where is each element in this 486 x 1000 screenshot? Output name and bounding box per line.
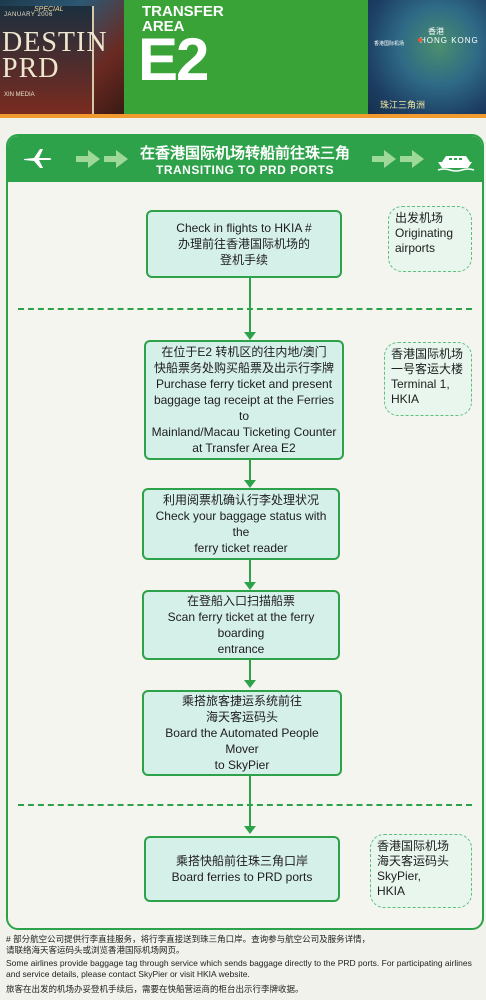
footnote-line: and service details, please contact SkyP…: [6, 969, 482, 980]
connector-arrow: [244, 680, 256, 688]
location-text: 海天客运码头: [377, 854, 465, 869]
connector-arrow: [244, 480, 256, 488]
location-originating-airports: 出发机场 Originating airports: [388, 206, 472, 272]
section-divider: [18, 804, 472, 806]
location-text: Terminal 1,: [391, 377, 465, 392]
connector-arrow: [244, 332, 256, 340]
magazine-title: DESTIN PRD: [2, 30, 108, 82]
step-text: Check in flights to HKIA #: [152, 220, 336, 236]
location-text: HKIA: [377, 884, 465, 899]
connector-arrow: [244, 582, 256, 590]
location-skypier: 香港国际机场 海天客运码头 SkyPier, HKIA: [370, 834, 472, 908]
footnote-cn-2: 旅客在出发的机场办妥登机手续后，需要在快船营运商的柜台出示行李牌收据。: [6, 984, 482, 995]
step-check-baggage: 利用阅票机确认行李处理状况 Check your baggage status …: [142, 488, 340, 560]
location-terminal-1: 香港国际机场 一号客运大楼 Terminal 1, HKIA: [384, 342, 472, 416]
panel-title-cn: 在香港国际机场转船前往珠三角: [8, 142, 482, 163]
footnote-line: 旅客在出发的机场办妥登机手续后，需要在快船营运商的柜台出示行李牌收据。: [6, 984, 482, 995]
location-text: Originating: [395, 226, 465, 241]
step-text: Board ferries to PRD ports: [150, 869, 334, 885]
step-text: 办理前往香港国际机场的: [152, 236, 336, 252]
step-text: Mainland/Macau Ticketing Counter: [150, 424, 338, 440]
step-scan-ticket: 在登船入口扫描船票 Scan ferry ticket at the ferry…: [142, 590, 340, 660]
step-text: ferry ticket reader: [148, 540, 334, 556]
header-banner: JANUARY 2006 SPECIAL DESTIN PRD XIN MEDI…: [0, 0, 486, 114]
map-label-airport: 香港国际机场: [374, 40, 414, 47]
location-text: HKIA: [391, 392, 465, 407]
step-text: at Transfer Area E2: [150, 440, 338, 456]
hong-kong-map-image: 香港 HONG KONG 香港国际机场 珠江三角洲: [368, 0, 486, 114]
header-divider: [0, 114, 486, 118]
footnote-line: 请联络海天客运码头或浏览香港国际机场网页。: [6, 945, 482, 956]
footnote-en: Some airlines provide baggage tag throug…: [6, 958, 482, 980]
location-text: SkyPier,: [377, 869, 465, 884]
flow-panel: 在香港国际机场转船前往珠三角 TRANSITING TO PRD PORTS C…: [6, 134, 484, 930]
step-text: Scan ferry ticket at the ferry boarding: [148, 609, 334, 641]
step-text: 快船票务处购买船票及出示行李牌: [150, 360, 338, 376]
connector-line: [249, 276, 251, 336]
step-text: entrance: [148, 641, 334, 657]
magazine-subtitle: XIN MEDIA: [4, 92, 35, 98]
connector-line: [249, 776, 251, 830]
panel-title-en: TRANSITING TO PRD PORTS: [8, 163, 482, 177]
location-text: 香港国际机场: [377, 839, 465, 854]
step-text: 乘搭快船前往珠三角口岸: [150, 853, 334, 869]
step-text: 在位于E2 转机区的往内地/澳门: [150, 344, 338, 360]
step-purchase-ticket: 在位于E2 转机区的往内地/澳门 快船票务处购买船票及出示行李牌 Purchas…: [144, 340, 344, 460]
footnote-cn: # 部分航空公司提供行李直挂服务，将行李直接送到珠三角口岸。查询参与航空公司及服…: [6, 934, 482, 956]
area-code-title: E2: [138, 30, 207, 90]
footnote-line: # 部分航空公司提供行李直挂服务，将行李直接送到珠三角口岸。查询参与航空公司及服…: [6, 934, 482, 945]
magazine-special: SPECIAL: [34, 6, 64, 13]
step-text: 利用阅票机确认行李处理状况: [148, 492, 334, 508]
step-text: baggage tag receipt at the Ferries to: [150, 392, 338, 424]
step-text: Check your baggage status with the: [148, 508, 334, 540]
location-text: 出发机场: [395, 211, 465, 226]
magazine-cover: JANUARY 2006 SPECIAL DESTIN PRD XIN MEDI…: [0, 6, 94, 114]
connector-arrow: [244, 826, 256, 834]
step-text: 乘搭旅客捷运系统前往: [148, 693, 336, 709]
step-board-ferry: 乘搭快船前往珠三角口岸 Board ferries to PRD ports: [144, 836, 340, 902]
location-text: 香港国际机场: [391, 347, 465, 362]
footnote-line: Some airlines provide baggage tag throug…: [6, 958, 482, 969]
panel-header: 在香港国际机场转船前往珠三角 TRANSITING TO PRD PORTS: [8, 136, 482, 182]
step-check-in: Check in flights to HKIA # 办理前往香港国际机场的 登…: [146, 210, 342, 278]
step-board-apm: 乘搭旅客捷运系统前往 海天客运码头 Board the Automated Pe…: [142, 690, 342, 776]
map-location-dot: [418, 38, 422, 42]
step-text: 海天客运码头: [148, 709, 336, 725]
magazine-cover-image: JANUARY 2006 SPECIAL DESTIN PRD XIN MEDI…: [0, 0, 124, 114]
section-divider: [18, 308, 472, 310]
step-text: to SkyPier: [148, 757, 336, 773]
step-text: 登机手续: [152, 252, 336, 268]
step-text: Board the Automated People Mover: [148, 725, 336, 757]
step-text: 在登船入口扫描船票: [148, 593, 334, 609]
location-text: 一号客运大楼: [391, 362, 465, 377]
map-label-hk-en: HONG KONG: [420, 36, 479, 45]
map-label-prd: 珠江三角洲: [380, 98, 425, 111]
magazine-title-line2: PRD: [2, 53, 59, 84]
step-text: Purchase ferry ticket and present: [150, 376, 338, 392]
location-text: airports: [395, 241, 465, 256]
